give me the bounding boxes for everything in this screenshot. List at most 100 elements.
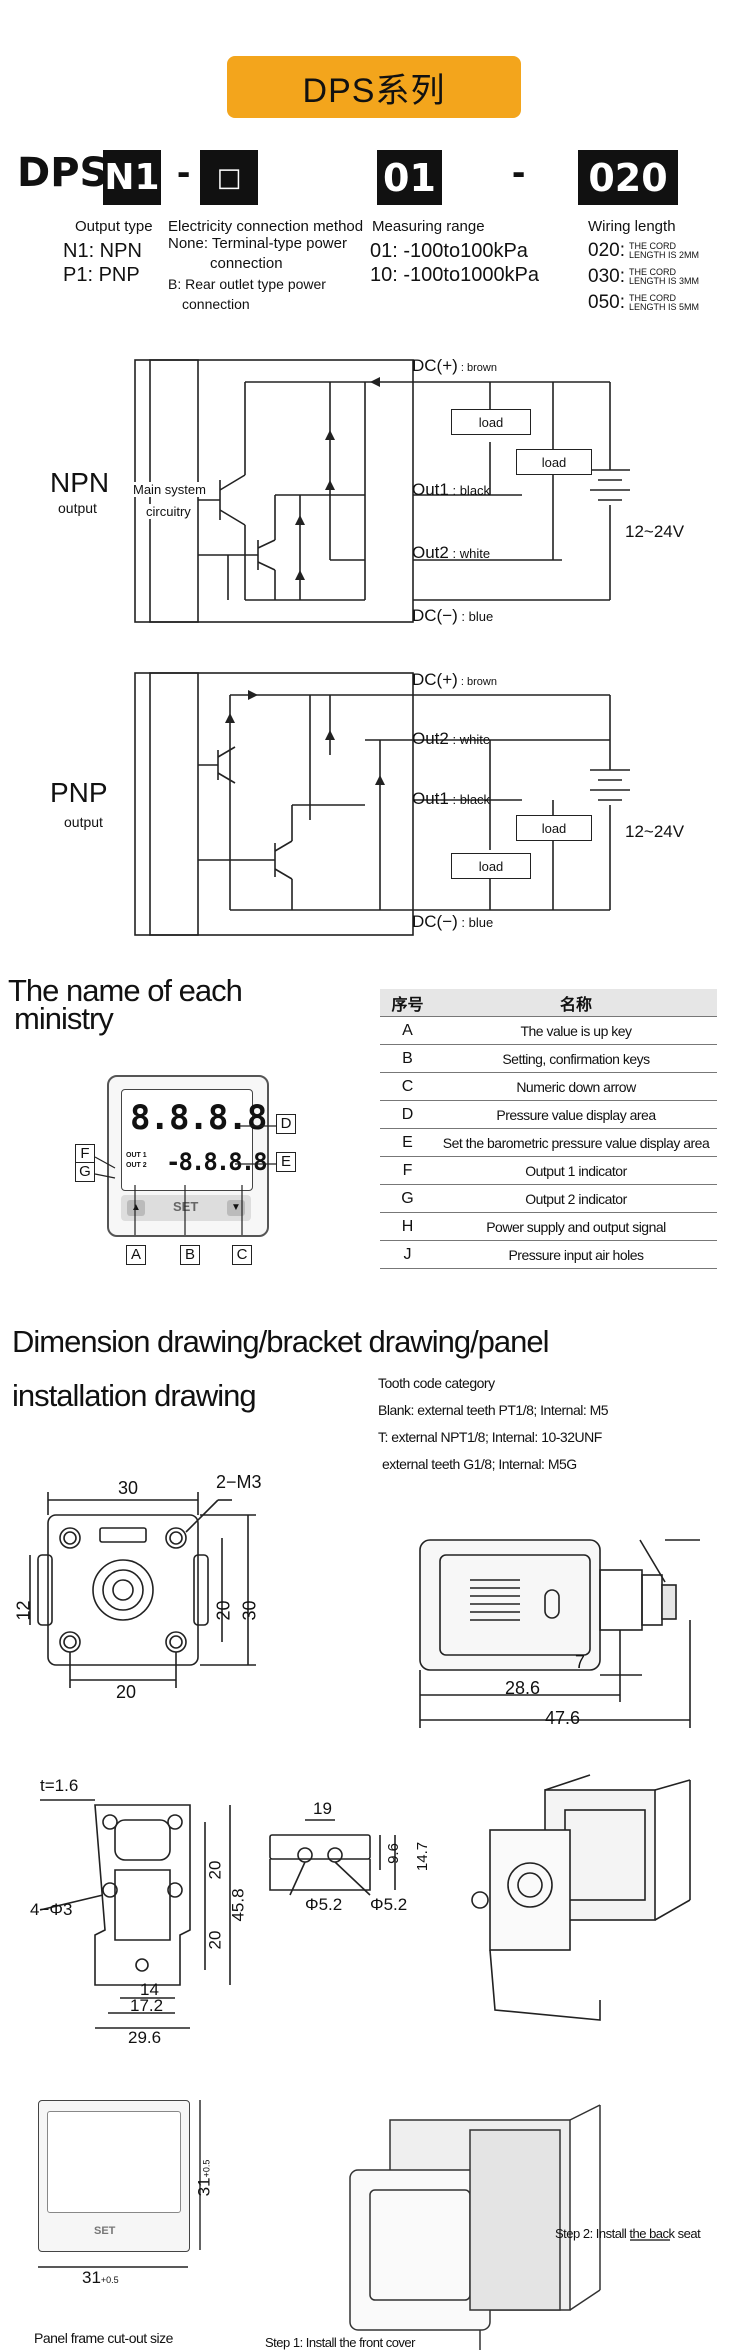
npn-out1: Out1 : black xyxy=(412,480,491,499)
display-sub-value: -8.8.8.8 xyxy=(166,1148,268,1176)
dim-clip-96: 9.6 xyxy=(384,1843,402,1864)
pnp-out1-color: black xyxy=(459,792,491,807)
series-banner: DPS系列 xyxy=(227,56,521,118)
npn-dcp-label: DC(+) xyxy=(412,356,458,375)
row-name: Output 1 indicator xyxy=(435,1156,717,1185)
npn-dcm-color: blue xyxy=(468,609,494,624)
output-type-title: Output type xyxy=(75,218,153,235)
output-type-npn: N1: NPN xyxy=(63,240,142,262)
side-body xyxy=(419,1539,601,1671)
dim-clip-d2: Φ5.2 xyxy=(370,1895,408,1914)
wiring-desc-line1: THE CORD xyxy=(628,267,676,277)
device-front: 8.8.8.8 -8.8.8.8 OUT 1 OUT 2 ▲ SET ▼ xyxy=(107,1075,269,1237)
row-name: Pressure value display area xyxy=(435,1100,717,1129)
elec-b: B: Rear outlet type power xyxy=(168,276,326,292)
wiring-title: Wiring length xyxy=(588,218,676,235)
dim-side-286: 28.6 xyxy=(505,1678,541,1698)
wiring-desc-line1: THE CORD xyxy=(628,241,676,251)
elec-code: □ xyxy=(200,150,258,205)
row-name: The value is up key xyxy=(435,1016,717,1045)
pnp-dcm: DC(−) : blue xyxy=(412,912,494,931)
dim-bracket-holes: 4−Φ3 xyxy=(30,1900,73,1919)
device-key-panel: ▲ SET ▼ xyxy=(121,1195,251,1221)
dim-front-w20: 20 xyxy=(116,1682,137,1702)
row-key: F xyxy=(380,1156,435,1185)
out2-indicator: OUT 2 xyxy=(126,1162,147,1169)
range-10: 10: -100to1000kPa xyxy=(370,264,540,286)
npn-out2-color: white xyxy=(459,546,491,561)
bracket-plate xyxy=(94,1804,191,1986)
npn-load-1: load xyxy=(451,409,531,435)
pnp-circuit-diagram xyxy=(134,672,630,936)
set-key[interactable]: SET xyxy=(173,1199,199,1214)
pnp-out2-color: white xyxy=(459,732,491,747)
row-name: Numeric down arrow xyxy=(435,1072,717,1101)
tooth-code-block: Tooth code category Blank: external teet… xyxy=(378,1370,609,1478)
dim-clip-19: 19 xyxy=(313,1799,332,1818)
callout-e: E xyxy=(276,1152,296,1172)
row-key: H xyxy=(380,1212,435,1241)
elec-none: None: Terminal-type power xyxy=(168,235,347,252)
npn-dcp-color: brown xyxy=(466,362,497,374)
dim-side-476: 47.6 xyxy=(545,1708,581,1728)
row-name: Pressure input air holes xyxy=(435,1240,717,1269)
range-title: Measuring range xyxy=(372,218,485,235)
npn-out1-label: Out1 xyxy=(412,480,449,499)
panel-dims xyxy=(38,2100,201,2268)
model-dash-1: - xyxy=(177,150,191,194)
row-key: D xyxy=(380,1100,435,1129)
wiring-desc-line2: LENGTH IS 2MM xyxy=(628,250,699,260)
npn-dcm: DC(−) : blue xyxy=(412,606,494,625)
range-code: 01 xyxy=(377,150,442,205)
dim-front-m3: 2−M3 xyxy=(216,1472,262,1492)
callout-f: F xyxy=(75,1144,95,1164)
bracket-dimension-drawing xyxy=(39,1774,691,2029)
wiring-code: 020: xyxy=(588,240,625,261)
callout-a: A xyxy=(126,1245,146,1265)
npn-circuit-diagram xyxy=(134,359,630,623)
row-key: J xyxy=(380,1240,435,1269)
row-key: G xyxy=(380,1184,435,1213)
dim-front-w30: 30 xyxy=(118,1478,139,1498)
row-key: A xyxy=(380,1016,435,1045)
callout-d: D xyxy=(276,1114,296,1134)
row-key: B xyxy=(380,1044,435,1073)
model-dash-2: - xyxy=(512,150,526,194)
wiring-desc-line2: LENGTH IS 5MM xyxy=(628,302,699,312)
output-type-pnp: P1: PNP xyxy=(63,264,140,286)
wiring-desc-line2: LENGTH IS 3MM xyxy=(628,276,699,286)
up-key[interactable]: ▲ xyxy=(127,1200,145,1216)
length-code: 020 xyxy=(578,150,678,205)
names-title-line2: ministry xyxy=(14,1001,114,1036)
dim-front-h12: 12 xyxy=(13,1600,34,1621)
elec-title: Electricity connection method xyxy=(168,218,364,235)
npn-out2-label: Out2 xyxy=(412,543,449,562)
dim-front-h20: 20 xyxy=(213,1600,234,1621)
callout-g: G xyxy=(75,1162,95,1182)
panel-caption: Panel frame cut-out size xyxy=(34,2330,173,2346)
parts-table-header: 序号 名称 xyxy=(380,989,717,1017)
series-title: DPS系列 xyxy=(302,71,446,110)
elec-none-b: connection xyxy=(210,255,283,272)
npn-out2: Out2 : white xyxy=(412,543,491,562)
row-key: C xyxy=(380,1072,435,1101)
front-body xyxy=(47,1514,199,1666)
npn-dcm-label: DC(−) xyxy=(412,606,458,625)
dimension-title-2: installation drawing xyxy=(12,1378,257,1413)
dim-bracket-t: t=1.6 xyxy=(40,1776,79,1795)
dim-bracket-20b: 20 xyxy=(205,1930,225,1950)
down-key[interactable]: ▼ xyxy=(227,1200,245,1216)
npn-label: NPN xyxy=(50,467,110,498)
row-name: Setting, confirmation keys xyxy=(435,1044,717,1073)
npn-main-circuit-label-2: circuitry xyxy=(146,504,191,519)
